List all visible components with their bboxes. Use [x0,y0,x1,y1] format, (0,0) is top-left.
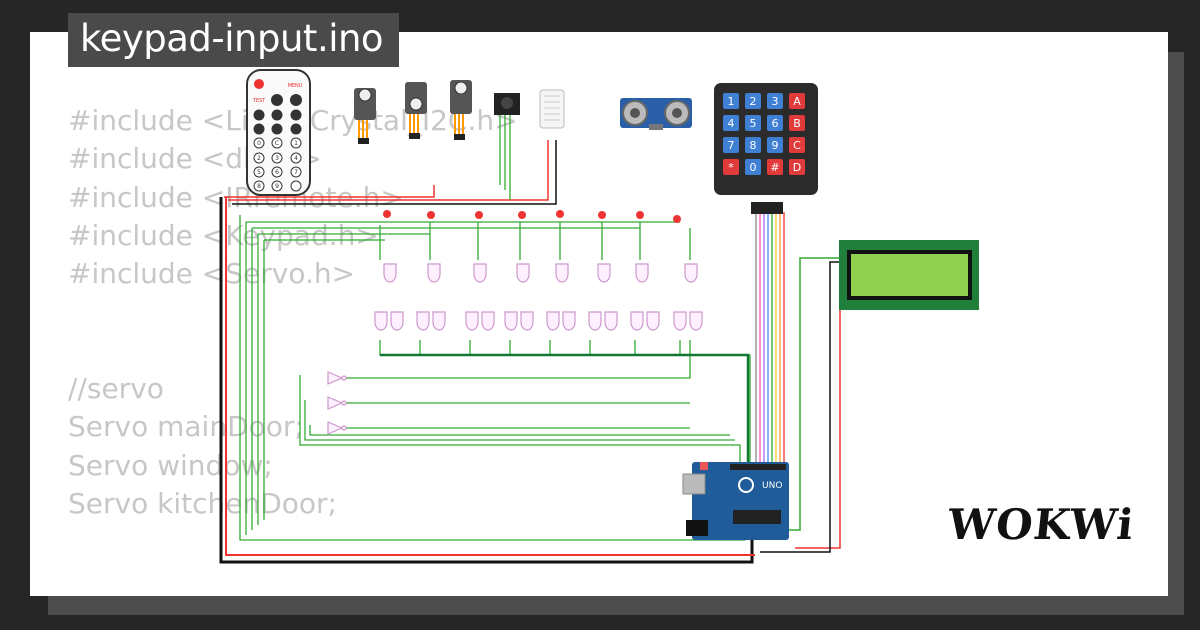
keypad-key: 6 [772,117,779,130]
project-filename-tag: keypad-input.ino [68,13,400,67]
keypad-key: D [793,161,801,174]
keypad-key: 0 [750,161,757,174]
lcd-power-wire [795,305,841,549]
remote-key: 1 [294,140,298,147]
keypad-key-bg [767,115,783,131]
back-icon [290,94,302,106]
keypad-key-bg [723,159,739,175]
keypad-key: 1 [728,95,735,108]
code-line: #include <Keypad.h> [68,218,379,252]
ir-remote: MENU TEST 0 C 1 2 3 4 5 6 7 8 9 [246,69,311,196]
remote-key: C [275,140,279,147]
rewind-icon [253,109,265,121]
keypad-key-bg [767,93,783,109]
keypad-key: 3 [772,95,779,108]
remote-key: 4 [294,155,298,162]
remote-key: 8 [257,183,261,190]
keypad-key-bg [745,159,761,175]
keypad-key: 5 [750,117,757,130]
ultrasonic-sensor [620,98,692,130]
keypad-key: 2 [750,95,757,108]
keypad-key-bg [745,115,761,131]
keypad-ribbon [755,212,785,462]
power-wire [225,197,755,556]
remote-key: 9 [275,183,279,190]
lcd-display [839,240,979,310]
remote-key: 5 [257,169,261,176]
power-icon [254,79,264,89]
remote-key: 3 [275,155,279,162]
lcd-ground-wire [760,261,840,553]
ground-wire [219,197,754,564]
keypad-key: 4 [728,117,735,130]
keypad-key-bg [789,115,805,131]
servo-motors [354,80,472,144]
remote-key: 7 [294,169,298,176]
keypad-key: 8 [750,139,757,152]
keypad-key-bg [767,137,783,153]
keypad-key-bg [789,137,805,153]
ir-receiver [494,93,520,200]
arduino-label: UNO [762,481,782,491]
arduino-uno: UNO [682,462,789,540]
dht-sensor [539,89,565,129]
sensor-ground-wire [232,140,557,205]
keypad-key-bg [745,137,761,153]
keypad-key-bg [767,159,783,175]
remote-menu-label: MENU [288,83,303,89]
code-line: Servo window; [68,448,273,482]
main-data-wire [380,353,750,465]
keypad-key: A [793,95,801,108]
logic-gates [327,263,703,435]
keypad: 1 2 3 A 4 5 6 B 7 8 9 C * 0 # D [714,83,818,214]
wokwi-logo: WOKWi [945,500,1137,549]
keypad-key-bg [789,159,805,175]
code-line: Servo kitchenDoor; [68,486,337,520]
remote-key: 0 [257,140,261,147]
play-icon [271,109,283,121]
keypad-key: 7 [728,139,735,152]
keypad-key: * [728,161,734,174]
keypad-key-bg [789,93,805,109]
forward-icon [290,109,302,121]
keypad-key-bg [723,137,739,153]
remote-key: 2 [257,155,261,162]
sensor-power-wire [224,140,549,201]
keypad-key: C [793,139,801,152]
keypad-key-bg [723,115,739,131]
remote-key: 6 [275,169,279,176]
code-line: //servo [68,372,164,406]
code-line: #include <Servo.h> [68,257,356,291]
keypad-key: # [770,161,779,174]
minus-icon [271,123,283,135]
keypad-key: 9 [772,139,779,152]
plus-icon [271,94,283,106]
green-bus-wires [239,215,751,541]
code-line: Servo mainDoor; [68,410,304,444]
led-row [383,210,681,223]
keypad-key-bg [723,93,739,109]
remote-test-label: TEST [252,98,266,104]
keypad-key: B [793,117,801,130]
keypad-key-bg [745,93,761,109]
